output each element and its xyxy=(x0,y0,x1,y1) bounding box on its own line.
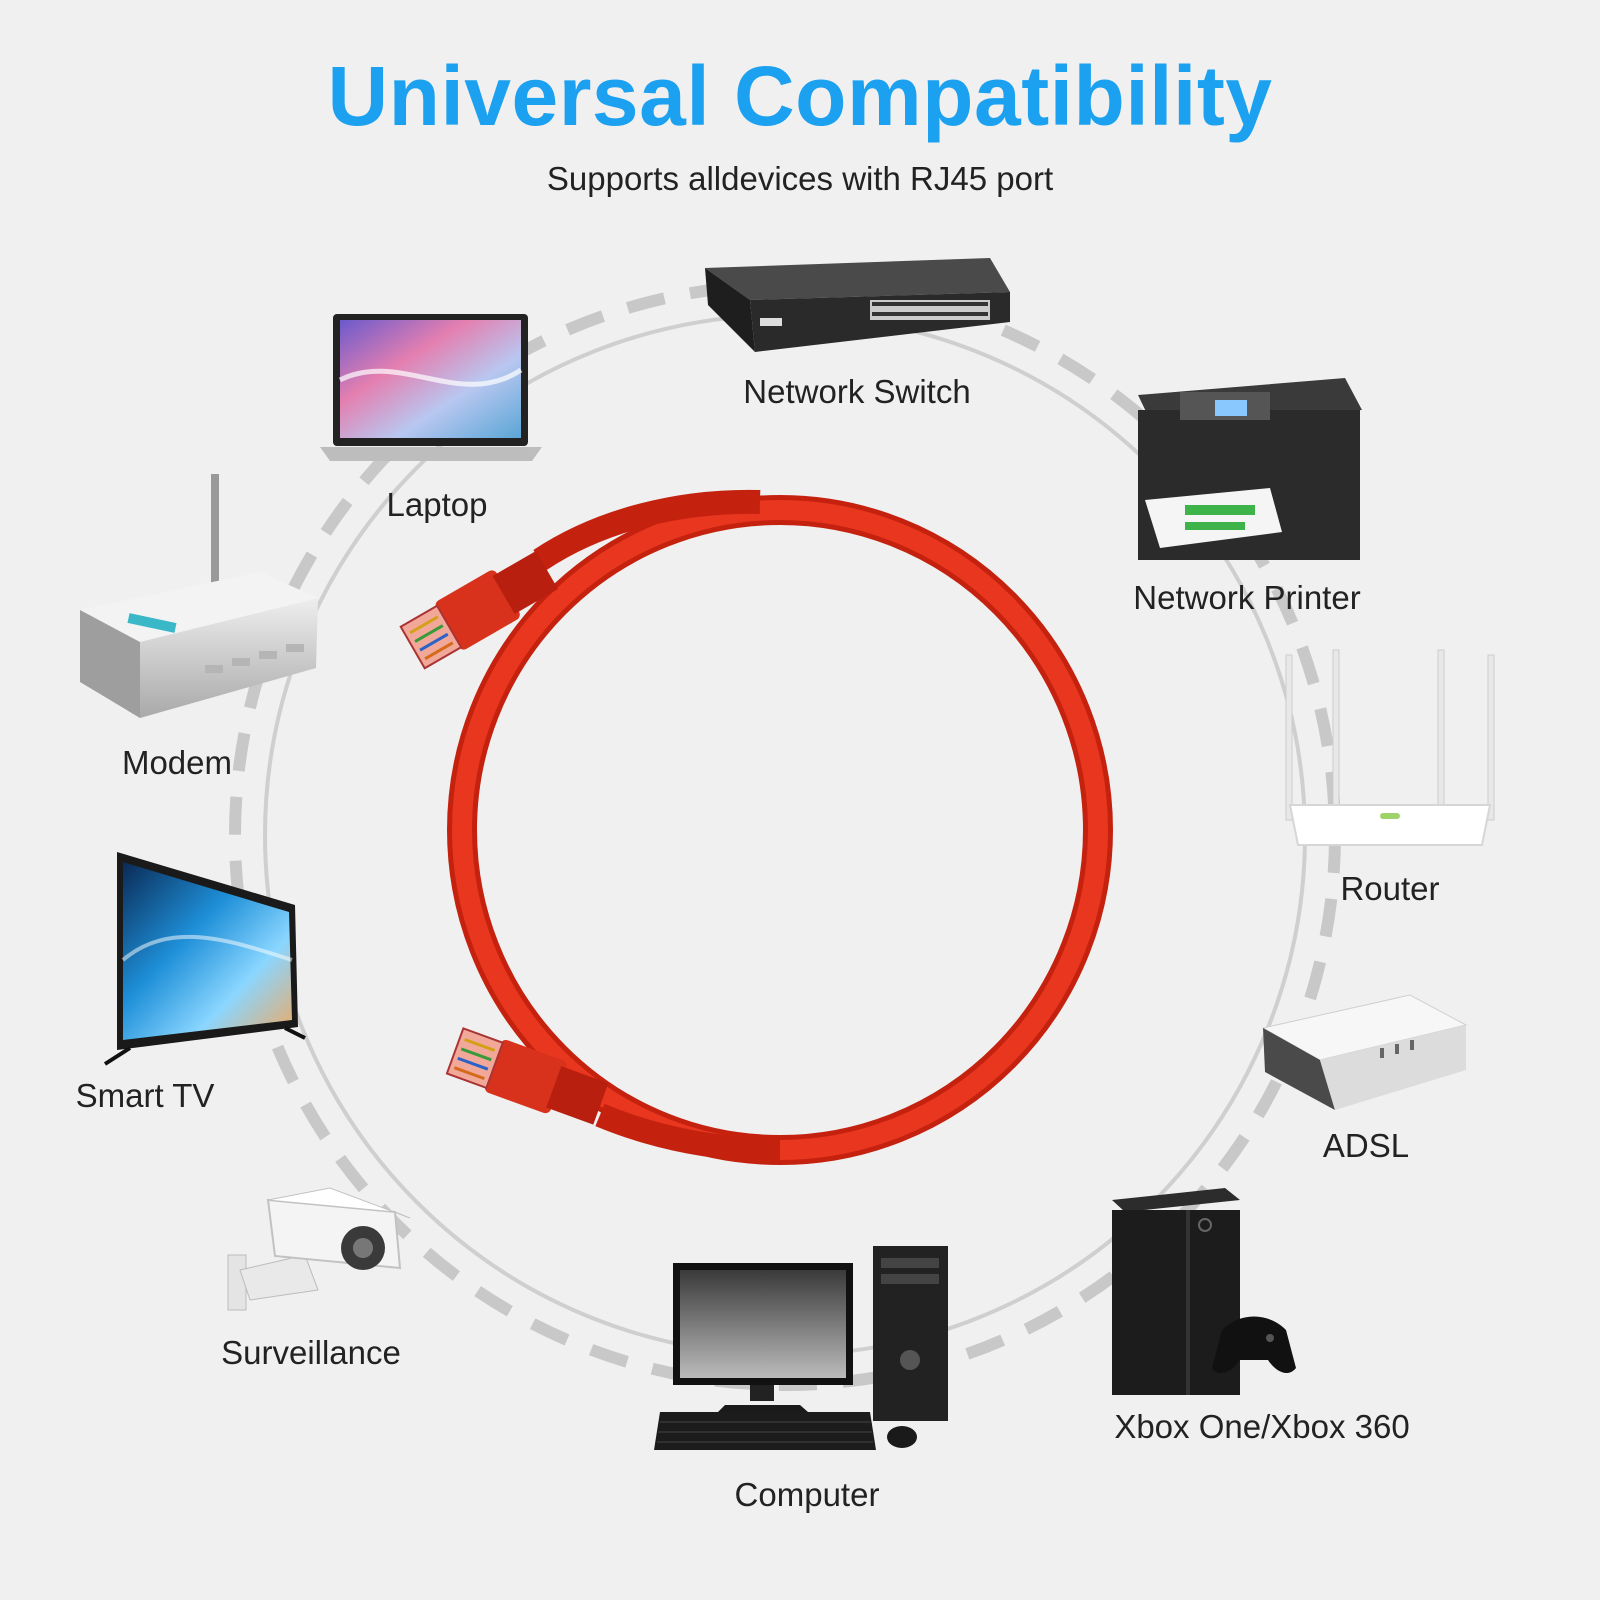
security-camera-icon xyxy=(227,1187,411,1311)
device-network-switch: Network Switch xyxy=(705,258,1010,410)
device-adsl: ADSL xyxy=(1261,994,1468,1164)
device-label: Modem xyxy=(122,744,232,781)
device-label: Network Printer xyxy=(1133,579,1360,616)
device-smart-tv: Smart TV xyxy=(76,852,306,1114)
laptop-icon xyxy=(320,314,542,461)
device-router: Router xyxy=(1285,649,1495,907)
modem-icon xyxy=(80,474,318,718)
game-console-icon xyxy=(1112,1188,1296,1395)
ethernet-cable-icon xyxy=(399,489,1113,1165)
desktop-computer-icon xyxy=(654,1246,948,1450)
printer-icon xyxy=(1138,378,1362,560)
device-label: Laptop xyxy=(387,486,488,523)
device-label: Computer xyxy=(735,1476,880,1513)
device-label: Network Switch xyxy=(743,373,970,410)
device-label: Smart TV xyxy=(76,1077,215,1114)
device-label: Xbox One/Xbox 360 xyxy=(1114,1408,1409,1445)
network-switch-icon xyxy=(705,258,1010,352)
device-computer: Computer xyxy=(654,1246,948,1513)
device-network-printer: Network Printer xyxy=(1133,378,1362,616)
device-laptop: Laptop xyxy=(320,314,542,523)
device-modem: Modem xyxy=(80,474,318,781)
device-label: ADSL xyxy=(1323,1127,1409,1164)
device-label: Surveillance xyxy=(221,1334,401,1371)
device-xbox: Xbox One/Xbox 360 xyxy=(1112,1188,1410,1445)
page-title: Universal Compatibility xyxy=(327,49,1273,143)
adsl-modem-icon xyxy=(1261,994,1468,1110)
router-icon xyxy=(1285,649,1495,846)
device-label: Router xyxy=(1340,870,1439,907)
tv-icon xyxy=(103,852,306,1066)
device-surveillance: Surveillance xyxy=(221,1187,411,1371)
page-subtitle: Supports alldevices with RJ45 port xyxy=(546,160,1054,197)
